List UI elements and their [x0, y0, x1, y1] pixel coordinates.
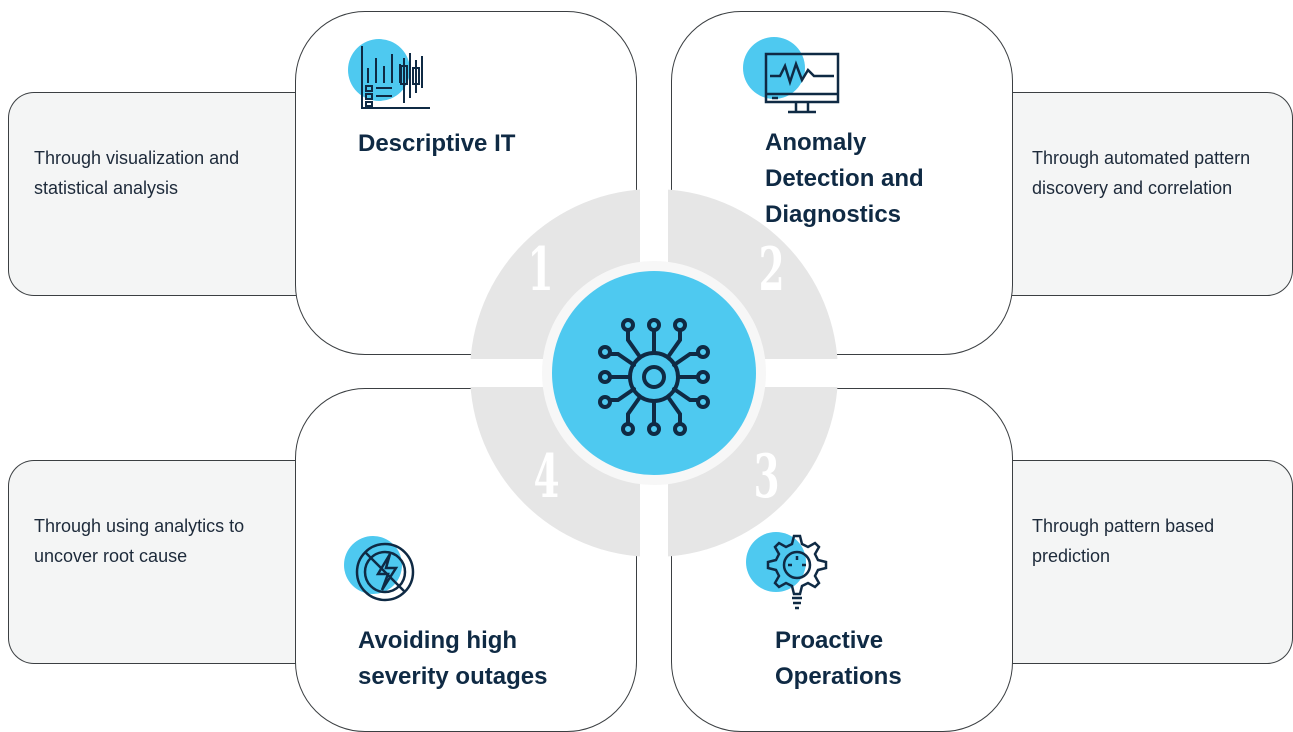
side-text-proactive-operations: Through pattern based prediction: [1032, 516, 1215, 566]
chart-analytics-icon: [348, 39, 430, 109]
title-anomaly-detection: Anomaly Detection and Diagnostics: [765, 129, 924, 228]
side-card-descriptive-it: [8, 92, 298, 296]
number-3: 3: [753, 442, 780, 512]
side-text-avoiding-outages: Through using analytics to uncover root …: [34, 516, 245, 566]
title-descriptive-it: Descriptive IT: [358, 130, 516, 157]
number-4: 4: [533, 442, 560, 512]
title-avoiding-outages: Avoiding high severity outages: [358, 627, 548, 690]
side-text-descriptive-it: Through visualization and statistical an…: [34, 148, 240, 198]
gear-lightbulb-icon: [746, 532, 828, 610]
monitor-waveform-icon: [743, 37, 840, 114]
title-proactive-operations: Proactive Operations: [775, 627, 902, 690]
number-2: 2: [758, 235, 785, 305]
side-card-proactive-operations: [1012, 460, 1293, 664]
no-power-outage-icon: [344, 536, 415, 602]
side-card-avoiding-outages: [8, 460, 298, 664]
side-card-anomaly-detection: [1012, 92, 1293, 296]
neural-network-icon: [598, 318, 710, 436]
number-1: 1: [527, 235, 554, 305]
side-text-anomaly-detection: Through automated pattern discovery and …: [1032, 148, 1251, 198]
